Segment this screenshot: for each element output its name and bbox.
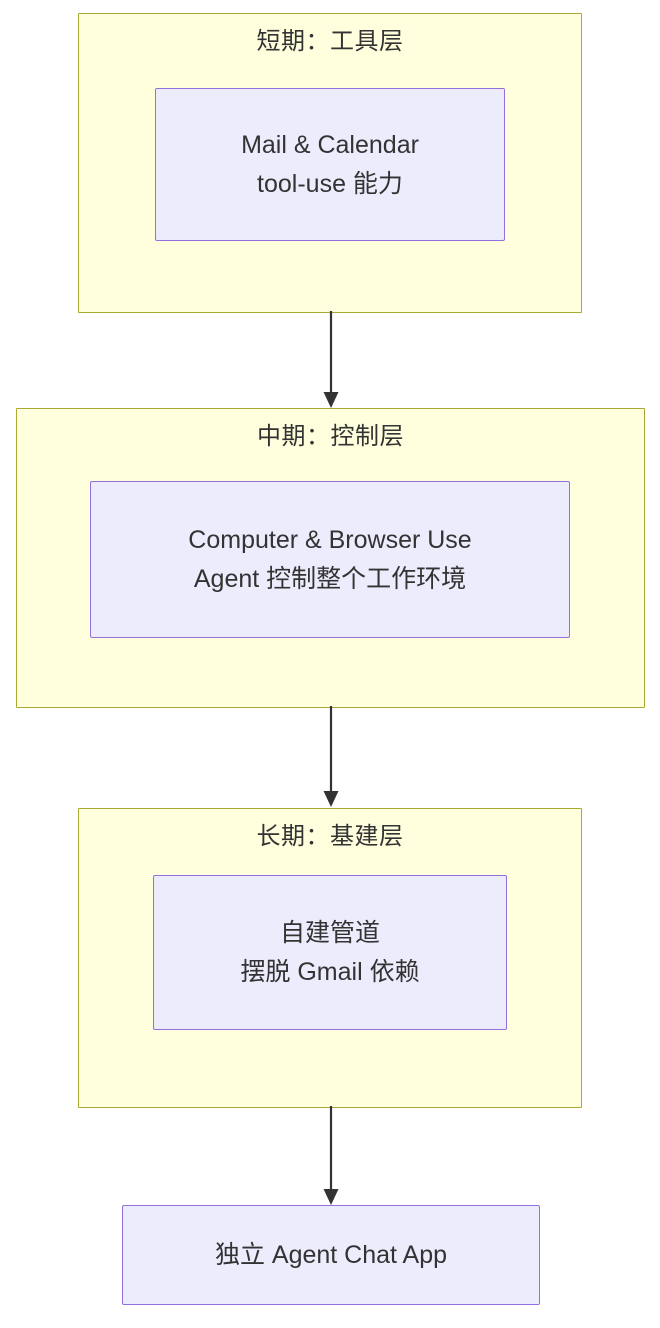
- edge-long-to-chat-app-arrowhead: [323, 1189, 339, 1205]
- edge-long-to-chat-app: [323, 1106, 339, 1205]
- cluster-long-term-title: 长期：基建层: [256, 823, 404, 850]
- edge-mid-to-long-arrowhead: [323, 791, 339, 807]
- node-self-built-pipeline-line-2: 摆脱 Gmail 依赖: [240, 957, 420, 986]
- cluster-short-term-title: 短期：工具层: [256, 28, 404, 55]
- node-mail-calendar-line-2: tool-use 能力: [257, 169, 403, 198]
- node-computer-browser-use-line-1: Computer & Browser Use: [188, 525, 472, 554]
- node-self-built-pipeline[interactable]: 自建管道 摆脱 Gmail 依赖: [153, 875, 507, 1030]
- node-mail-calendar-line-1: Mail & Calendar: [241, 130, 419, 159]
- node-self-built-pipeline-line-1: 自建管道: [279, 918, 380, 947]
- node-computer-browser-use[interactable]: Computer & Browser Use Agent 控制整个工作环境: [90, 481, 570, 638]
- node-agent-chat-app[interactable]: 独立 Agent Chat App: [122, 1205, 540, 1305]
- node-mail-calendar[interactable]: Mail & Calendar tool-use 能力: [155, 88, 505, 241]
- cluster-mid-term-title: 中期：控制层: [257, 423, 404, 450]
- edge-short-to-mid: [323, 311, 339, 408]
- node-agent-chat-app-line-1: 独立 Agent Chat App: [214, 1240, 448, 1269]
- node-computer-browser-use-line-2: Agent 控制整个工作环境: [193, 564, 467, 593]
- edge-mid-to-long: [323, 706, 339, 807]
- edge-short-to-mid-arrowhead: [323, 392, 339, 408]
